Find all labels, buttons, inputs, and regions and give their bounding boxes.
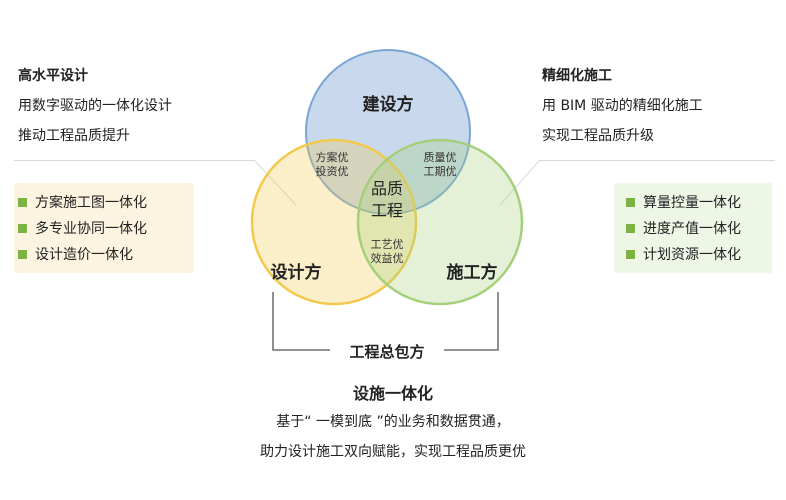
right-circle xyxy=(356,138,524,306)
right-feature-label: 计划资源一体化 xyxy=(643,247,741,263)
center-label: 品质 工程 xyxy=(356,178,418,222)
square-bullet-icon xyxy=(18,223,27,233)
right-feature-item: 进度产值一体化 xyxy=(626,215,772,241)
left-feature-label: 多专业协同一体化 xyxy=(35,221,147,237)
left-circle-label: 设计方 xyxy=(270,263,322,283)
overlap-text: 工艺优 xyxy=(370,238,404,251)
square-bullet-icon xyxy=(18,249,27,259)
left-line-2: 推动工程品质提升 xyxy=(18,128,130,144)
square-bullet-icon xyxy=(626,197,635,207)
overlap-text: 效益优 xyxy=(370,252,404,265)
right-feature-box: 算量控量一体化 进度产值一体化 计划资源一体化 xyxy=(614,183,772,273)
top-left-overlap: 方案优 投资优 xyxy=(306,151,358,179)
top-right-overlap: 质量优 工期优 xyxy=(414,151,466,179)
right-feature-label: 进度产值一体化 xyxy=(643,221,741,237)
right-feature-label: 算量控量一体化 xyxy=(643,195,741,211)
right-connector-line xyxy=(499,159,541,206)
left-title: 高水平设计 xyxy=(18,68,88,84)
center-text: 品质 xyxy=(370,179,403,198)
left-feature-item: 设计造价一体化 xyxy=(18,241,194,267)
overlap-text: 投资优 xyxy=(315,165,349,178)
left-feature-item: 多专业协同一体化 xyxy=(18,215,194,241)
left-line-1: 用数字驱动的一体化设计 xyxy=(18,98,172,114)
left-feature-item: 方案施工图一体化 xyxy=(18,189,194,215)
right-feature-item: 计划资源一体化 xyxy=(626,241,772,267)
right-feature-item: 算量控量一体化 xyxy=(626,189,772,215)
left-divider xyxy=(14,160,254,161)
bracket-right xyxy=(444,292,499,351)
bottom-line-2: 助力设计施工双向赋能，实现工程品质更优 xyxy=(260,444,526,460)
right-title: 精细化施工 xyxy=(542,68,612,84)
right-divider xyxy=(540,160,775,161)
top-circle xyxy=(305,49,471,215)
right-circle-label: 施工方 xyxy=(446,263,498,283)
top-circle-label: 建设方 xyxy=(362,95,414,115)
right-line-1: 用 BIM 驱动的精细化施工 xyxy=(542,98,703,114)
left-connector-line xyxy=(253,159,297,206)
bottom-overlap: 工艺优 效益优 xyxy=(360,238,414,266)
left-feature-label: 方案施工图一体化 xyxy=(35,195,147,211)
left-feature-box: 方案施工图一体化 多专业协同一体化 设计造价一体化 xyxy=(14,183,194,273)
bottom-line-1: 基于“ 一模到底 ”的业务和数据贯通， xyxy=(276,414,510,430)
right-line-2: 实现工程品质升级 xyxy=(542,128,654,144)
bracket-left xyxy=(272,292,330,351)
square-bullet-icon xyxy=(626,249,635,259)
overlap-text: 质量优 xyxy=(423,151,457,164)
overlap-text: 工期优 xyxy=(423,165,457,178)
overlap-text: 方案优 xyxy=(315,151,349,164)
square-bullet-icon xyxy=(18,197,27,207)
square-bullet-icon xyxy=(626,223,635,233)
bottom-title: 设施一体化 xyxy=(352,384,433,403)
left-circle xyxy=(250,138,418,306)
left-feature-label: 设计造价一体化 xyxy=(35,247,133,263)
center-text: 工程 xyxy=(370,201,403,220)
bracket-label: 工程总包方 xyxy=(349,343,425,361)
